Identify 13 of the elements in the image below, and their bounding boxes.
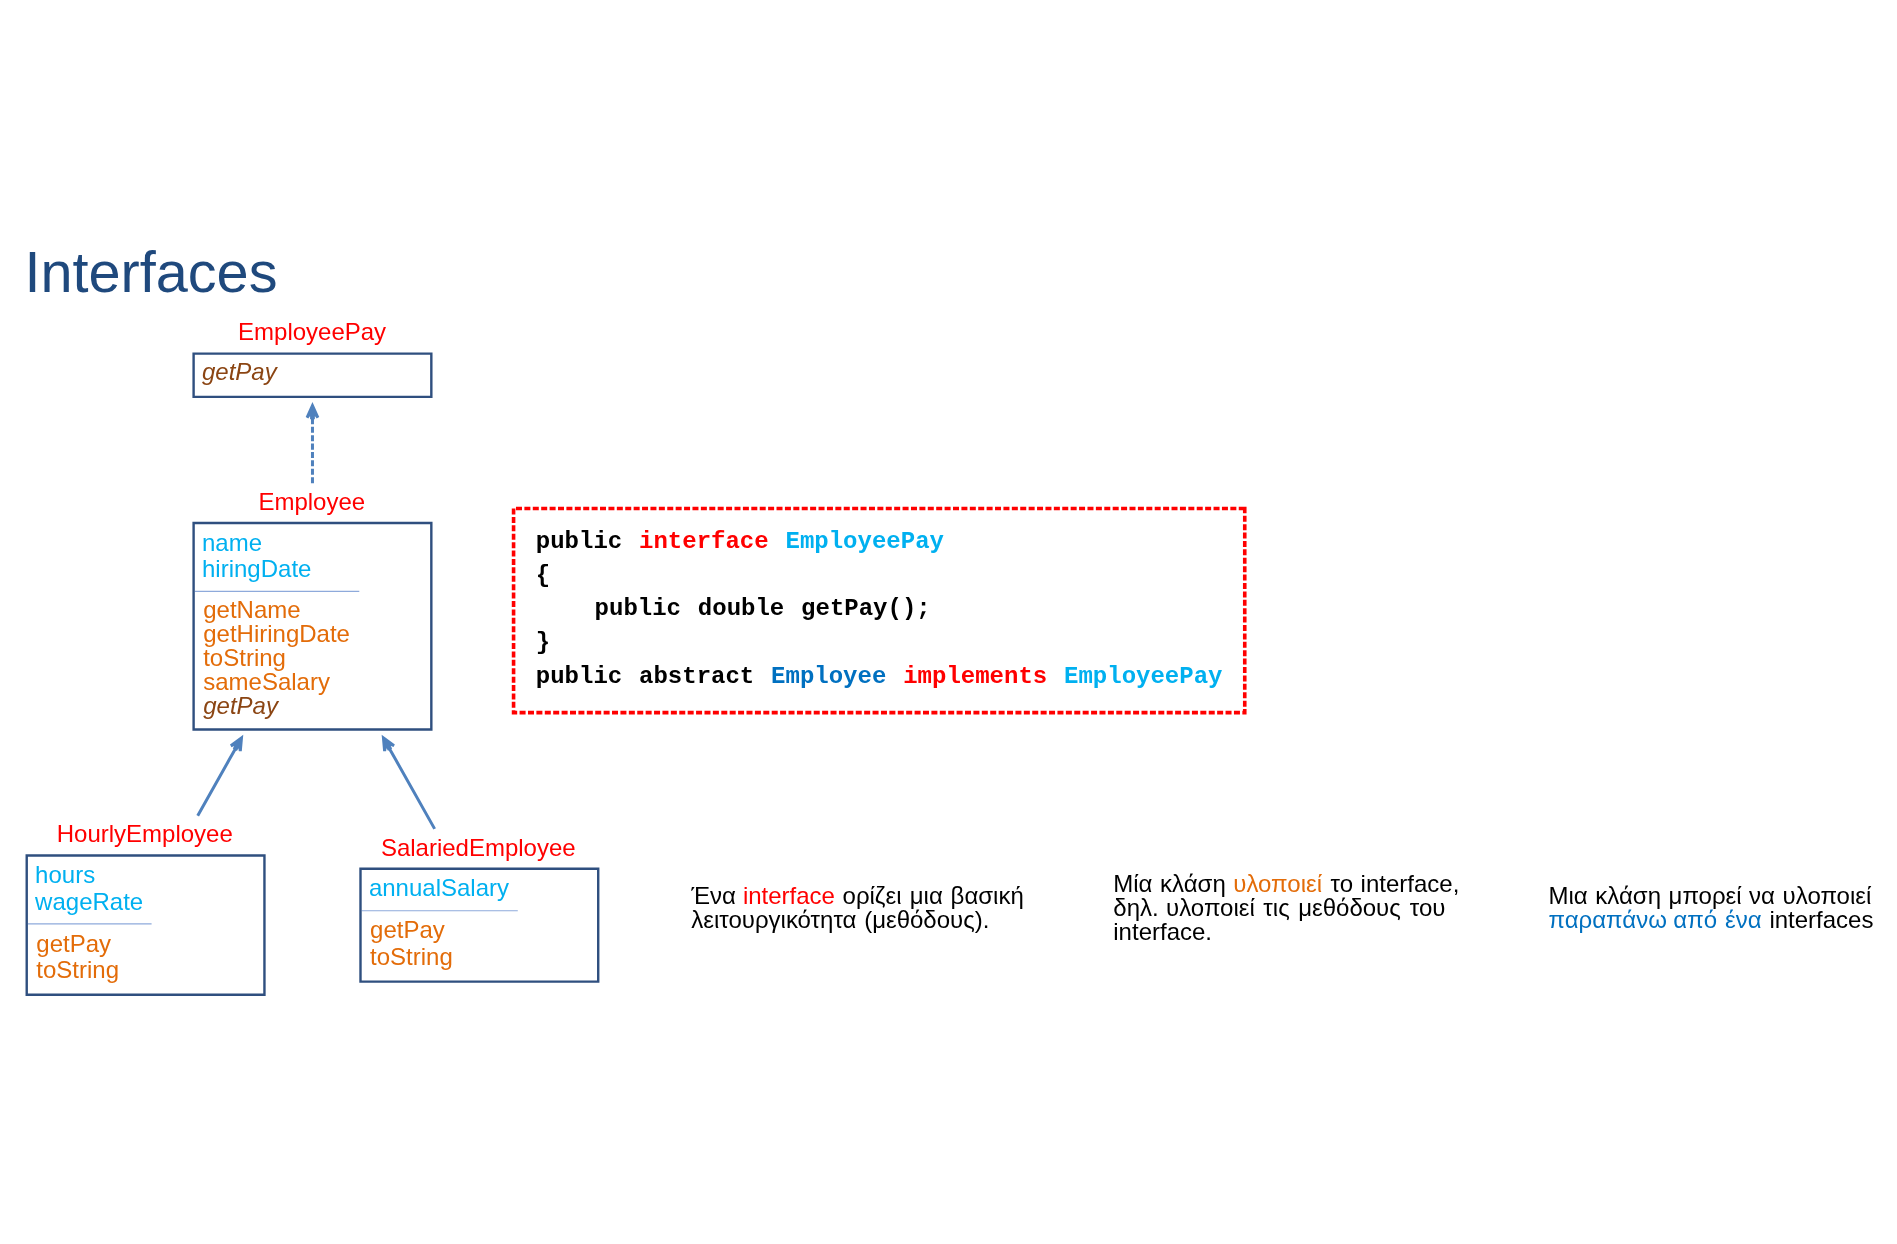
label: Μία κλάση υλοποιεί το interface, δηλ. υλοποιεί τις μεθόδους του interface. xyxy=(1113,869,1460,945)
arrow xyxy=(196,736,243,817)
node-label: SalariedEmployee xyxy=(380,833,576,861)
diagram-title: Interfaces xyxy=(24,239,278,304)
node-label: Employee xyxy=(258,487,366,515)
node-label: EmployeePay xyxy=(238,318,387,346)
label: Ένα interface ορίζει μια βασική λειτουργικότητα (μεθόδους). xyxy=(691,881,1024,933)
arrow xyxy=(381,736,436,830)
label: Μια κλάση μπορεί να υλοποιεί παραπάνω από ένα interfaces xyxy=(1548,881,1874,933)
node-box: getPay xyxy=(192,352,433,399)
node-box: public interface EmployeePay { public double getPay(); } public abstract Employee implements EmployeePay xyxy=(511,506,1247,715)
node-label: HourlyEmployee xyxy=(56,820,233,848)
arrow xyxy=(305,404,320,484)
